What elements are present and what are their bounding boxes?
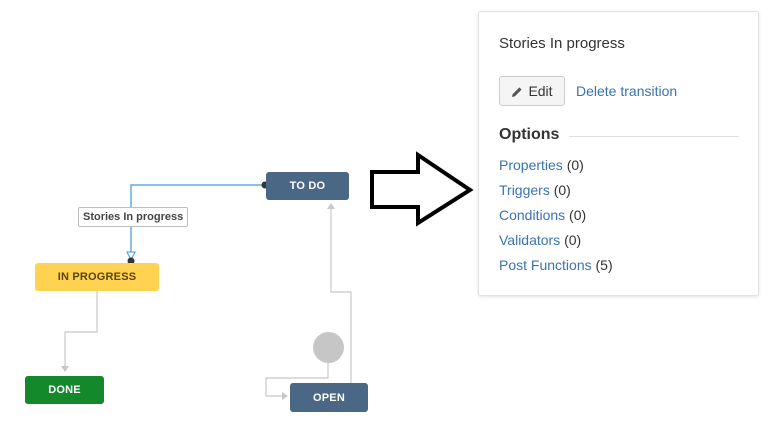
option-triggers: Triggers (0)	[499, 182, 571, 198]
option-count: (5)	[595, 257, 613, 273]
transition-initial-open[interactable]	[265, 363, 329, 400]
option-count: (0)	[553, 182, 571, 198]
status-node-done[interactable]: DONE	[25, 376, 104, 404]
transition-open-todo[interactable]	[327, 203, 352, 383]
option-count: (0)	[569, 207, 587, 223]
status-node-todo[interactable]: TO DO	[266, 172, 349, 200]
option-count: (0)	[564, 232, 582, 248]
status-node-open[interactable]: OPEN	[290, 383, 368, 412]
transition-label[interactable]: Stories In progress	[78, 207, 189, 227]
panel-title: Stories In progress	[499, 35, 625, 52]
initial-state-circle[interactable]	[313, 332, 344, 363]
option-post-functions: Post Functions (5)	[499, 257, 613, 273]
option-link-properties[interactable]: Properties	[499, 157, 563, 173]
status-node-in-progress[interactable]: IN PROGRESS	[35, 263, 159, 291]
option-link-post-functions[interactable]: Post Functions	[499, 257, 592, 273]
option-conditions: Conditions (0)	[499, 207, 586, 223]
edit-button-label: Edit	[528, 83, 553, 99]
option-link-triggers[interactable]: Triggers	[499, 182, 550, 198]
transition-inprogress-done[interactable]	[61, 291, 98, 372]
right-arrow-icon	[370, 151, 474, 227]
option-link-validators[interactable]: Validators	[499, 232, 561, 248]
transition-end-handle[interactable]	[127, 257, 135, 265]
delete-transition-link[interactable]: Delete transition	[576, 83, 678, 99]
option-link-conditions[interactable]: Conditions	[499, 207, 566, 223]
option-properties: Properties (0)	[499, 157, 584, 173]
options-heading: Options	[499, 126, 560, 143]
edit-button[interactable]: Edit	[499, 76, 565, 106]
option-count: (0)	[566, 157, 584, 173]
pencil-icon	[511, 85, 523, 97]
transition-properties-panel: Stories In progress Edit Delete transiti…	[478, 11, 759, 296]
option-validators: Validators (0)	[499, 232, 581, 248]
options-divider	[569, 136, 739, 137]
